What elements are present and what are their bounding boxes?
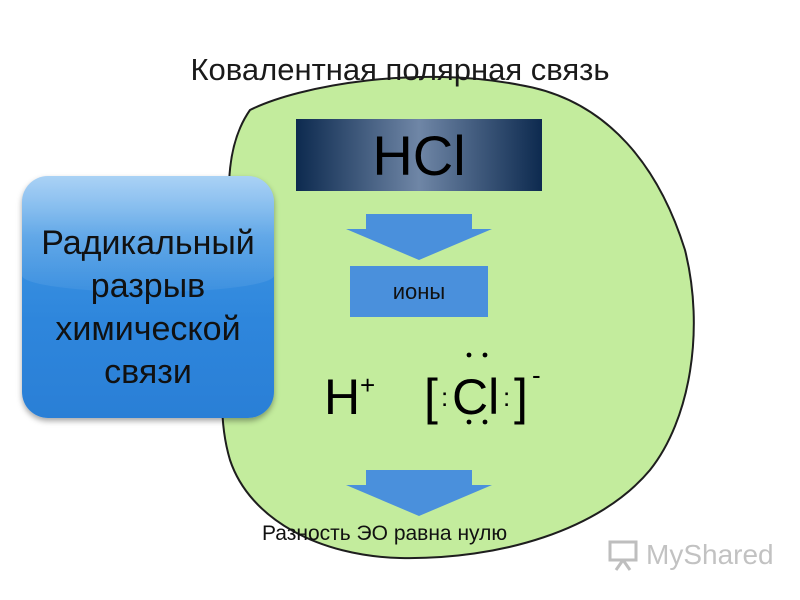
watermark-text: MyShared — [646, 539, 774, 570]
anion-open-bracket: [ — [424, 369, 438, 425]
eo-difference-text: Разность ЭО равна нулю — [262, 522, 508, 545]
presentation-icon — [608, 540, 638, 571]
anion-close-bracket: ] — [514, 369, 528, 425]
anion-charge: - — [532, 360, 541, 390]
card-gloss — [22, 176, 274, 293]
down-arrow-icon — [346, 214, 492, 260]
hydrogen-cation: H — [324, 369, 361, 425]
hcl-formula-box: HCl — [296, 119, 542, 191]
electron-dots-icon — [466, 352, 488, 425]
down-arrow-icon — [346, 470, 492, 516]
label-line: Радикальный — [41, 224, 255, 262]
ions-box: ионы — [350, 266, 488, 317]
label-line: разрыв — [90, 267, 206, 305]
chloride-symbol: Cl — [452, 369, 500, 425]
radical-cleavage-card: Радикальный разрыв химической связи — [22, 176, 274, 418]
electron-pair-left: : — [441, 382, 449, 412]
label-line: связи — [104, 353, 192, 391]
cation-charge: + — [360, 370, 376, 400]
radical-cleavage-label: Радикальный разрыв химической связи — [22, 222, 274, 394]
label-line: химической — [55, 310, 241, 348]
slide-title: Ковалентная полярная связь — [190, 52, 610, 87]
electron-pair-right: : — [503, 382, 511, 412]
